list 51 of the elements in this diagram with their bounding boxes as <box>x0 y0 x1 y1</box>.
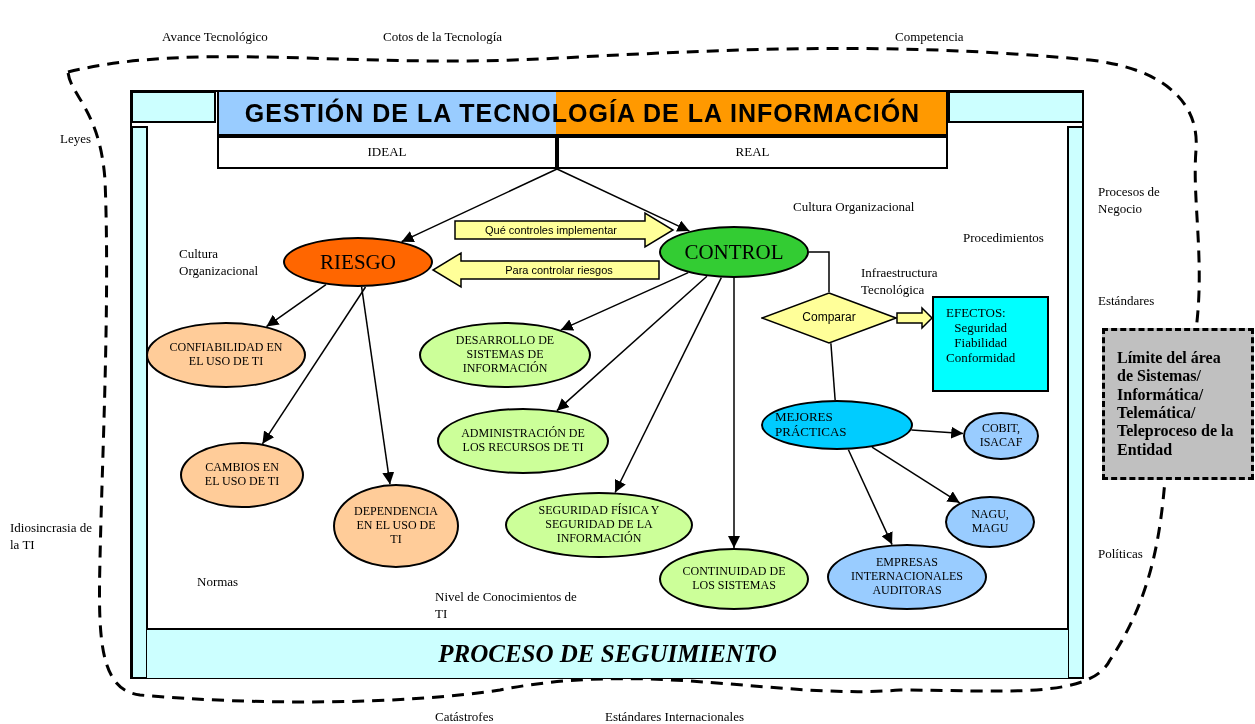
context-label: Políticas <box>1098 545 1144 562</box>
arrow <box>910 426 964 439</box>
edge-label: Para controlar riesgos <box>504 263 614 277</box>
ellipse-node: CONFIABILIDAD EN EL USO DE TI <box>146 322 306 388</box>
arrow <box>614 276 723 494</box>
context-label: Estándares Internacionales <box>605 708 745 724</box>
arrow <box>560 271 689 331</box>
arrow <box>728 277 740 549</box>
context-label: Idiosincrasia de la TI <box>10 519 93 553</box>
ellipse-node: ADMINISTRACIÓN DE LOS RECURSOS DE TI <box>437 408 609 474</box>
context-label: Procedimientos <box>963 229 1045 246</box>
context-label: Procesos de Negocio <box>1098 183 1161 217</box>
edge-label: Qué controles implementar <box>483 223 619 237</box>
context-label: Cultura Organizacional <box>793 198 916 215</box>
block-arrow <box>896 306 934 330</box>
column-header: IDEAL <box>217 136 557 169</box>
ellipse-node: DEPENDENCIA EN EL USO DE TI <box>333 484 459 568</box>
context-label: Normas <box>197 573 240 590</box>
context-label: Competencia <box>895 28 965 45</box>
context-label: Estándares <box>1098 292 1156 309</box>
ellipse-node: CONTROL <box>659 226 809 278</box>
block-arrow <box>454 211 675 249</box>
context-label: Cultura Organizacional <box>179 245 260 279</box>
ellipse-node: MEJORES PRÁCTICAS <box>761 400 913 450</box>
ellipse-node: COBIT, ISACAF <box>963 412 1039 460</box>
process-band: PROCESO DE SEGUIMIENTO <box>147 628 1068 678</box>
block-arrow <box>431 251 660 289</box>
arrow <box>261 286 367 445</box>
context-label: Cotos de la Tecnología <box>383 28 504 45</box>
box-heading: EFECTOS: <box>946 306 1006 321</box>
arrow <box>400 168 558 243</box>
ellipse-node: CAMBIOS EN EL USO DE TI <box>180 442 304 508</box>
effects-box <box>932 296 1049 392</box>
context-label: Nivel de Conocimientos de TI <box>435 588 578 622</box>
column-header: REAL <box>557 136 948 169</box>
ellipse-node: DESARROLLO DE SISTEMAS DE INFORMACIÓN <box>419 322 591 388</box>
ellipse-node: CONTINUIDAD DE LOS SISTEMAS <box>659 548 809 610</box>
ellipse-node: SEGURIDAD FÍSICA Y SEGURIDAD DE LA INFORMACIÓN <box>505 492 693 558</box>
arrow <box>360 286 395 485</box>
boundary-note-box: Límite del área de Sistemas/ Informática/ Telemática/ Teleproceso de la Entidad <box>1102 328 1254 480</box>
ellipse-node: RIESGO <box>283 237 433 287</box>
ellipse-node: EMPRESAS INTERNACIONALES AUDITORAS <box>827 544 987 610</box>
arrow <box>847 448 893 546</box>
box-body: Seguridad Fiabilidad Conformidad <box>946 320 1016 366</box>
ellipse-node: NAGU, MAGU <box>945 496 1035 548</box>
context-label: Avance Tecnológico <box>162 28 269 45</box>
arrow <box>556 168 691 232</box>
context-label: Leyes <box>60 130 93 147</box>
context-label: Catástrofes <box>435 708 495 724</box>
connector-line <box>830 342 836 401</box>
connector-line <box>808 251 830 293</box>
